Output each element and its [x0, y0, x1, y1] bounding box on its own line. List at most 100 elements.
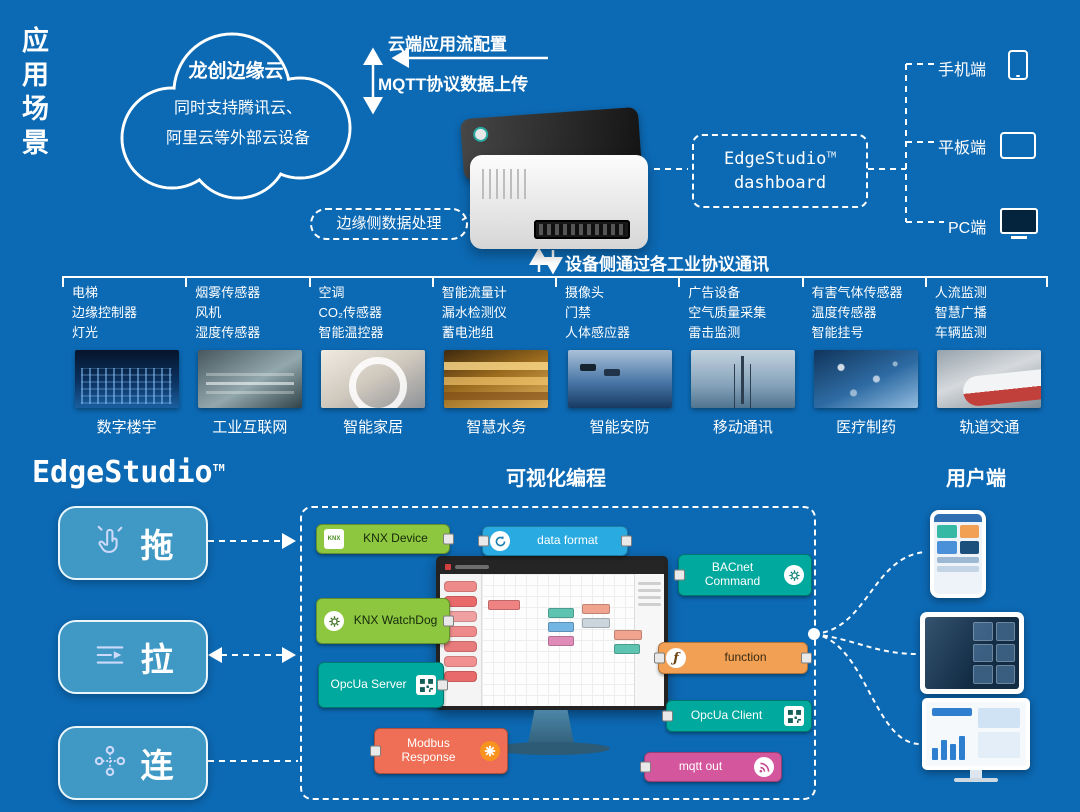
industry-item: 温度传感器: [811, 305, 877, 321]
industry-item: 灯光: [72, 325, 99, 341]
connect-action-button: 连: [58, 726, 208, 800]
phone-icon: [1008, 50, 1028, 80]
industry-caption: 智能安防: [589, 419, 650, 437]
industry-item: 门禁: [565, 305, 592, 321]
industry-item: CO₂传感器: [318, 305, 383, 321]
industry-image-mobile-comm: [690, 350, 795, 409]
editor-flow-canvas: [482, 574, 642, 706]
node-input-port: [654, 652, 665, 664]
industry-item: 摄像头: [565, 285, 605, 300]
industry-item: 空气质量采集: [688, 305, 767, 321]
industry-item: 人流监测: [934, 285, 987, 300]
industry-image-smart-home: [321, 350, 426, 409]
tablet-icon: [1000, 132, 1036, 159]
device-protocol-label: 设备侧通过各工业协议通讯: [565, 255, 769, 274]
client-pc-screen: [926, 702, 1026, 766]
industry-strip: 电梯 边缘控制器 灯光 数字楼宇 烟雾传感器 风机 湿度传感器 工业互联网 空调…: [62, 276, 1048, 437]
industry-item: 电梯: [72, 285, 99, 300]
industry-item: 有害气体传感器: [811, 285, 903, 300]
industry-column-smart-building: 电梯 边缘控制器 灯光 数字楼宇: [62, 278, 185, 437]
pull-action-button: 拉: [58, 620, 208, 694]
gear-icon: [324, 611, 344, 631]
industry-caption: 移动通讯: [712, 419, 773, 437]
industry-item: 广告设备: [688, 285, 741, 300]
industry-column-industrial-iot: 烟雾传感器 风机 湿度传感器 工业互联网: [185, 278, 308, 437]
node-input-port: [370, 745, 381, 757]
industry-column-rail-transit: 人流监测 智慧广播 车辆监测 轨道交通: [924, 278, 1048, 437]
editor-screenshot: [440, 560, 664, 706]
qr-code-icon: [416, 675, 436, 695]
asterisk-icon: [480, 741, 500, 761]
visual-programming-canvas: [300, 506, 816, 800]
industry-item: 风机: [195, 305, 222, 321]
drag-action-label: 拖: [140, 527, 174, 564]
industry-item: 智能挂号: [811, 325, 864, 341]
industry-item: 车辆监测: [934, 325, 987, 341]
industry-column-smart-home: 空调 CO₂传感器 智能温控器 智能家居: [308, 278, 432, 437]
editor-logo: [445, 564, 451, 570]
industry-column-mobile-comm: 广告设备 空气质量采集 雷击监测 移动通讯: [678, 278, 801, 437]
tm-mark: TM: [826, 150, 836, 160]
device-body: [470, 155, 648, 249]
industry-item: 边缘控制器: [72, 305, 138, 321]
industry-item: 智慧广播: [934, 305, 987, 321]
industry-item: 人体感应器: [565, 325, 631, 341]
industry-image-smart-water: [444, 350, 549, 409]
industry-item: 漏水检测仪: [441, 305, 507, 321]
industry-item: 智能温控器: [318, 325, 384, 341]
industry-column-smart-water: 智能流量计 漏水检测仪 蓄电池组 智慧水务: [431, 278, 555, 437]
function-f-icon: ƒ: [666, 648, 686, 668]
dashboard-box-line2: dashboard: [733, 173, 827, 193]
wireless-signal-icon: [754, 757, 774, 777]
page-title: 应用场景: [18, 26, 48, 162]
pull-action-label: 拉: [140, 641, 174, 678]
cloud-subtitle-line2: 阿里云等外部云设备: [165, 130, 310, 147]
industry-column-security: 摄像头 门禁 人体感应器 智能安防: [555, 278, 678, 437]
industry-image-rail-transit: [937, 350, 1042, 409]
node-output-port: [437, 679, 448, 691]
editor-node-palette: [440, 574, 482, 706]
mqtt-upload-label: MQTT协议数据上传: [378, 75, 529, 94]
format-convert-icon: [490, 531, 510, 551]
industry-caption: 工业互联网: [212, 419, 288, 437]
node-function: ƒ function: [654, 642, 812, 674]
industry-image-medical: [814, 350, 919, 409]
editor-monitor: [436, 556, 668, 710]
industry-caption: 轨道交通: [959, 419, 1020, 437]
node-output-port: [443, 533, 454, 545]
knx-logo-icon: KNX: [324, 529, 344, 549]
node-opcua-client: OpcUa Client: [662, 700, 812, 732]
client-tablet-screen: [925, 617, 1019, 689]
drag-hand-icon: [93, 524, 127, 563]
node-knx-device: KNX KNX Device: [316, 524, 454, 554]
industry-caption: 医疗制药: [836, 419, 897, 437]
industry-item: 智能流量计: [441, 285, 507, 300]
dashboard-box-line1: EdgeStudioTM: [724, 149, 836, 169]
node-input-port: [478, 535, 489, 547]
node-mqtt-out: mqtt out: [640, 752, 782, 782]
connect-action-label: 连: [140, 747, 174, 784]
client-label-pc: PC端: [948, 220, 987, 237]
industry-item: 烟雾传感器: [195, 285, 261, 300]
node-data-format: data format: [478, 526, 632, 556]
monitor-stand-neck: [528, 710, 574, 744]
connect-nodes-icon: [93, 744, 127, 783]
industry-item: 空调: [318, 285, 345, 300]
edge-gateway-device: [450, 103, 662, 263]
node-output-port: [801, 652, 812, 664]
drag-action-button: 拖: [58, 506, 208, 580]
node-output-port: [443, 615, 454, 627]
client-phone-screen: [934, 514, 982, 594]
client-pc-mockup: [922, 698, 1030, 770]
node-modbus-response: Modbus Response: [370, 728, 508, 774]
client-pc-stand-base: [954, 778, 998, 782]
industry-item: 湿度传感器: [195, 325, 261, 341]
client-label-phone: 手机端: [938, 62, 987, 79]
client-label-tablet: 平板端: [938, 140, 987, 157]
editor-toolbar: [440, 560, 664, 574]
industry-item: 蓄电池组: [441, 325, 494, 341]
node-knx-watchdog: KNX WatchDog: [316, 598, 454, 644]
industry-image-smart-building: [74, 350, 179, 409]
cloud-title: 龙创边缘云: [188, 61, 284, 82]
